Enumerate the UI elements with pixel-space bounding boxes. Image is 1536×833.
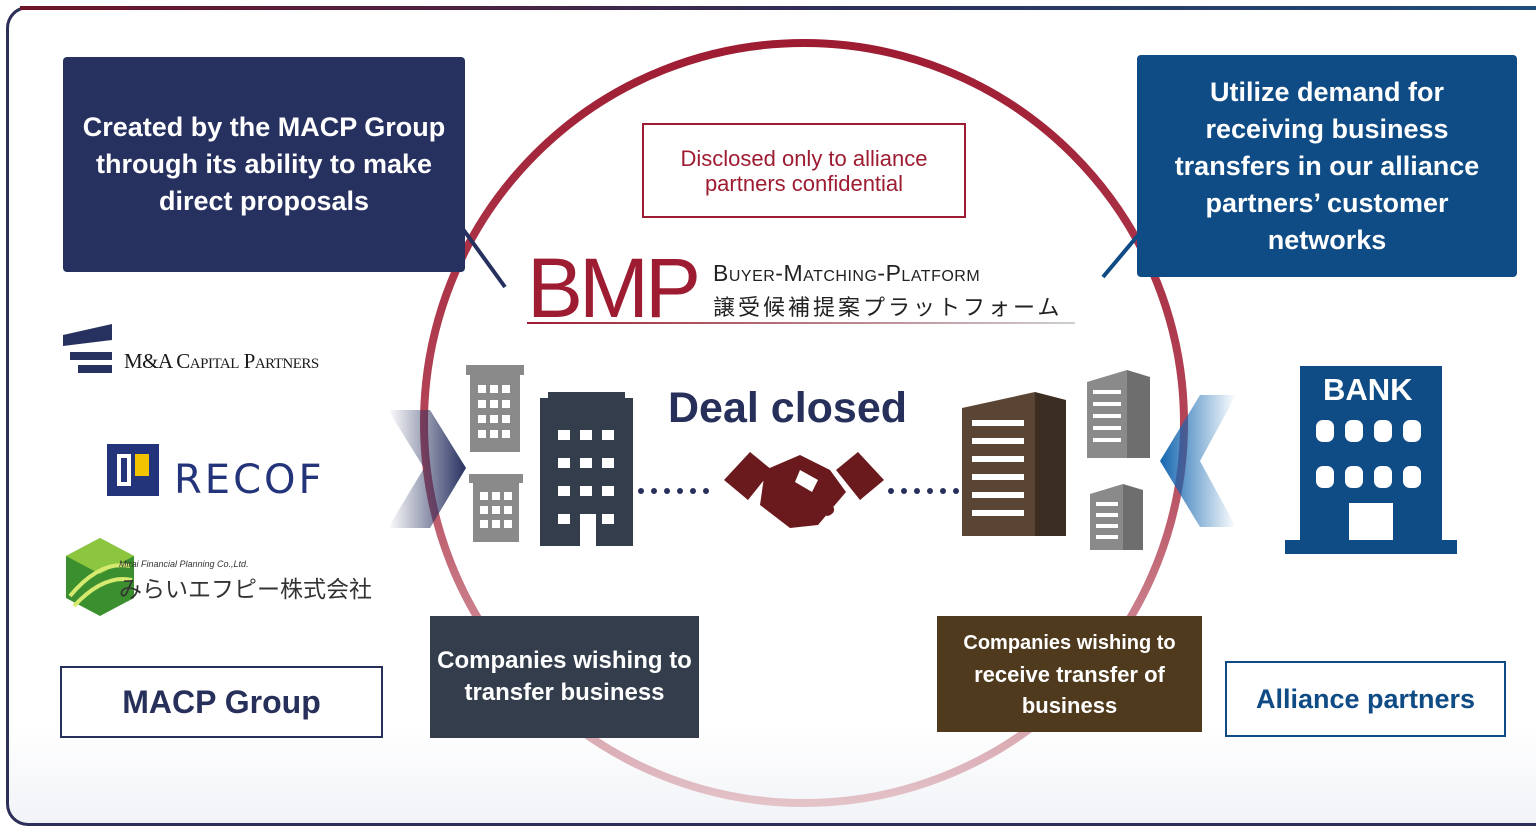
macp-group-label: MACP Group — [60, 666, 383, 738]
macp-logo-text: M&A Capital Partners — [124, 349, 319, 373]
frame-top-accent — [20, 6, 1536, 10]
buyer-small-building-bottom — [1090, 484, 1143, 550]
bmp-underline — [527, 322, 1075, 324]
disclosed-note: Disclosed only to alliance partners conf… — [642, 123, 966, 218]
seller-small-building-top — [466, 365, 524, 452]
macp-proposal-callout: Created by the MACP Group through its ab… — [63, 57, 465, 272]
buyers-label: Companies wishing to receive transfer of… — [937, 616, 1202, 732]
alliance-partners-label: Alliance partners — [1225, 661, 1506, 737]
buyer-main-building — [962, 392, 1066, 536]
left-arrow — [388, 410, 466, 528]
bmp-japanese-name: 譲受候補提案プラットフォーム — [713, 295, 1063, 320]
bmp-english-name: Buyer-Matching-Platform — [713, 260, 981, 286]
sellers-label: Companies wishing to transfer business — [430, 616, 699, 738]
buyers-label-line2: receive transfer of business — [974, 661, 1165, 718]
recof-logo-text: RECOF — [174, 457, 325, 503]
dotted-connector-left — [638, 488, 709, 494]
recof-logo-mark — [107, 444, 159, 496]
buyer-small-building-top — [1087, 370, 1150, 458]
deal-closed-label: Deal closed — [668, 384, 907, 432]
seller-main-building — [540, 392, 633, 546]
alliance-demand-callout: Utilize demand for receiving business tr… — [1137, 55, 1517, 277]
dotted-connector-right — [888, 488, 959, 494]
left-callout-connector — [458, 223, 507, 289]
bmp-logo: BMP Buyer-Matching-Platform 譲受候補提案プラットフォ… — [527, 246, 1075, 330]
bmp-acronym: BMP — [527, 241, 701, 335]
mirai-logo-mark — [66, 538, 134, 616]
right-arrow — [1160, 395, 1236, 527]
bank-label: BANK — [1323, 372, 1413, 407]
buyers-label-line1: Companies wishing to — [963, 631, 1176, 654]
mirai-logo-japanese: みらいエフピー株式会社 — [119, 576, 372, 602]
bank-icon — [1285, 366, 1457, 554]
mirai-logo-english: Mirai Financial Planning Co.,Ltd. — [119, 559, 249, 569]
macp-logo-mark — [63, 324, 112, 373]
handshake-icon — [724, 452, 884, 528]
